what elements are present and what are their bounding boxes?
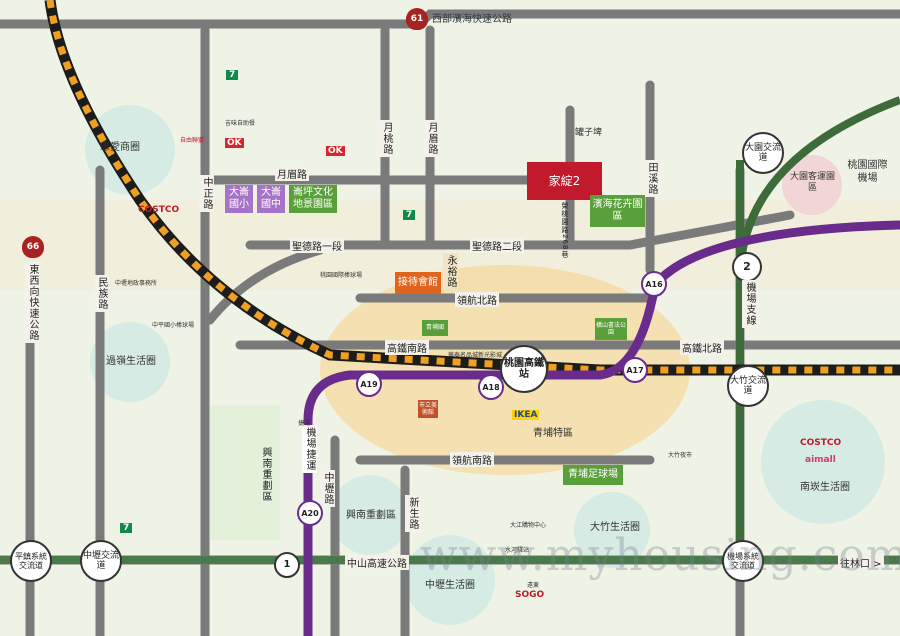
station-a19: A19 (356, 371, 382, 397)
ok-logo-1: OK (225, 138, 244, 148)
label-zhongping-park: 中平國小棒球場 (152, 322, 195, 329)
label-daxi-night: 大竹夜市 (668, 452, 693, 459)
tsutaya-label: 遠東 (527, 582, 540, 589)
seven-eleven-logo-1: 7 (226, 70, 239, 80)
interchange-dayuan: 大園交流道 (742, 132, 784, 174)
qingtang-box: 橫山書法公園 (595, 318, 627, 340)
station-a18: A18 (478, 374, 504, 400)
road-zhongshan-hwy: 中山高速公路 (345, 555, 409, 570)
label-water-park: 水河驛站 (505, 547, 530, 554)
zone-qingpu: 青埔特區 (533, 428, 573, 439)
zone-xingnan: 興南重劃區 (346, 510, 396, 521)
zone-circle-zhongai (85, 105, 175, 195)
road-yuemei-v: 月眉路 (424, 120, 439, 157)
zone-circle-guoling (90, 322, 170, 402)
route-1-shield: 1 (274, 552, 300, 578)
hesheng-box: 家綻2 (527, 162, 602, 200)
culture-park-box: 崙坪文化地景園區 (289, 185, 337, 213)
zone-circle-xingnan (330, 475, 410, 555)
freedom-label: 自由聯盟 (180, 137, 205, 144)
road-yuemei: 月眉路 (275, 166, 309, 181)
road-hsr-north: 高鐵北路 (680, 340, 724, 355)
route-2-number: 2 (743, 259, 751, 273)
daxian-school-box: 大崙國小 (225, 185, 253, 213)
route-1-number: 1 (283, 559, 291, 571)
daxian-middle-box: 大崙國中 (257, 185, 285, 213)
road-yongyu: 永裕路 (443, 253, 458, 290)
ok-logo-2: OK (326, 146, 345, 156)
road-yuetao: 月桃路 (379, 120, 394, 157)
road-lingxing-south: 領航南路 (450, 452, 494, 467)
zone-dazhu: 大竹生活圈 (590, 522, 640, 533)
zone-circle-nankan (761, 400, 885, 524)
route-61-number: 61 (410, 14, 424, 24)
road-xingnan: 興南重劃區 (260, 447, 271, 502)
label-jiali: 吉味自助餐 (225, 120, 256, 127)
station-a16: A16 (641, 271, 667, 297)
zone-guoling: 過嶺生活圈 (106, 356, 156, 367)
watermark: www.myhousing.com.tw (420, 530, 900, 581)
station-a17: A17 (622, 357, 648, 383)
route-61-name: 西部濱海快速公路 (432, 14, 512, 25)
road-tianxi: 田溪路 (644, 160, 659, 197)
zone-zhongai: 忠愛商圈 (100, 142, 140, 153)
aimall-logo: aimall (805, 455, 836, 465)
lane-268: 榮桃園路268巷 (561, 202, 569, 259)
label-dajiang: 大江購物中心 (510, 522, 547, 529)
zone-zhongli: 中壢生活圈 (425, 580, 475, 591)
label-dayuan-cargo: 大園客運園區 (790, 172, 836, 194)
route-66-number: 66 (26, 242, 40, 252)
road-zhongzheng: 中正路 (199, 175, 214, 212)
road-hsr-south: 高鐵南路 (385, 340, 429, 355)
label-airport: 桃園國際機場 (847, 160, 888, 184)
zone-circle-dazhu (574, 492, 650, 568)
interchange-pingzhen: 平鎮系統交流道 (10, 540, 52, 582)
sogo-logo: SOGO (515, 590, 545, 600)
route-66-shield: 66 (22, 236, 44, 258)
road-airport-branch: 機場支線 (742, 280, 757, 328)
interchange-dazhu: 大竹交流道 (727, 365, 769, 407)
line-airport-mrt: 機場捷運 (302, 425, 317, 473)
seven-eleven-logo-2: 7 (403, 210, 416, 220)
route-66-name: 東西向快速公路 (25, 262, 40, 343)
station-a20: A20 (297, 500, 323, 526)
city-museum-box: 市立美術館 (418, 400, 438, 418)
zone-circle-cargo (782, 155, 842, 215)
interchange-zhongli: 中壢交流道 (80, 540, 122, 582)
costco-logo-nankan: COSTCO (800, 438, 842, 448)
road-lingxing-north: 領航北路 (455, 292, 499, 307)
mrt-logo: 捷運 (298, 420, 311, 427)
label-zhongli-office: 中壢地政事務所 (115, 280, 158, 287)
road-shengde-1: 聖德路一段 (290, 238, 344, 253)
road-zhongli: 中壢路 (320, 470, 335, 507)
road-shengde-2: 聖德路二段 (470, 238, 524, 253)
seven-eleven-logo-3: 7 (120, 523, 133, 533)
road-to-linkou: 往林口 > (838, 555, 884, 570)
hsr-station: 桃園高鐵站 (500, 345, 548, 393)
costco-logo-zhongai: COSTCO (138, 205, 180, 215)
qinpu-park-box: 青埔國 (422, 320, 448, 336)
zone-nankan: 南崁生活圈 (800, 482, 850, 493)
label-taoyuan-baseball: 桃園國際棒球場 (320, 272, 363, 279)
reception-box: 接待會館 (395, 272, 441, 294)
label-xinzhuang: 新光影城 (478, 352, 503, 359)
interchange-jichang: 機場系統交流道 (722, 540, 764, 582)
road-minzu: 民族路 (94, 275, 109, 312)
label-huangwei: 華泰名品城 (448, 352, 479, 359)
label-fish-pond: 罐子埤 (575, 128, 603, 138)
road-xinsheng: 新生路 (405, 495, 420, 532)
ikea-logo: IKEA (512, 410, 540, 420)
xihai-box: 濱海花卉園區 (590, 195, 645, 227)
qingpu-stadium-box: 青埔足球場 (563, 465, 623, 485)
route-61-shield: 61 (406, 8, 428, 30)
route-2-shield: 2 (732, 252, 762, 282)
